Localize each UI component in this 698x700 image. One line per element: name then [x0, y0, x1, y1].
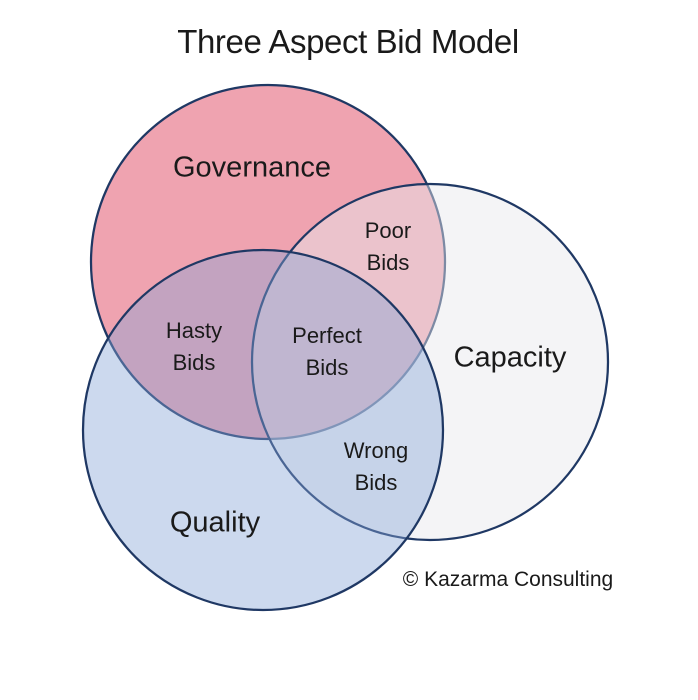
wrong-bids-line2: Bids — [354, 470, 398, 495]
hasty-bids-line1: Hasty — [165, 318, 223, 343]
copyright-notice: © Kazarma Consulting — [402, 568, 614, 591]
perfect-bids-label: Perfect Bids — [292, 320, 362, 384]
poor-bids-line2: Bids — [366, 250, 410, 275]
quality-circle — [81, 248, 445, 612]
wrong-bids-line1: Wrong — [343, 438, 409, 463]
poor-bids-line1: Poor — [364, 218, 412, 243]
diagram-title: Three Aspect Bid Model — [177, 23, 519, 60]
governance-label: Governance — [173, 151, 331, 184]
governance-circle — [89, 83, 447, 441]
wrong-bids-label: Wrong Bids — [344, 435, 408, 499]
quality-label: Quality — [169, 506, 261, 539]
capacity-label: Capacity — [453, 341, 567, 374]
perfect-bids-line2: Bids — [305, 355, 349, 380]
hasty-bids-line2: Bids — [172, 350, 216, 375]
perfect-bids-line1: Perfect — [292, 323, 362, 348]
hasty-bids-label: Hasty Bids — [166, 315, 222, 379]
poor-bids-label: Poor Bids — [365, 215, 411, 279]
